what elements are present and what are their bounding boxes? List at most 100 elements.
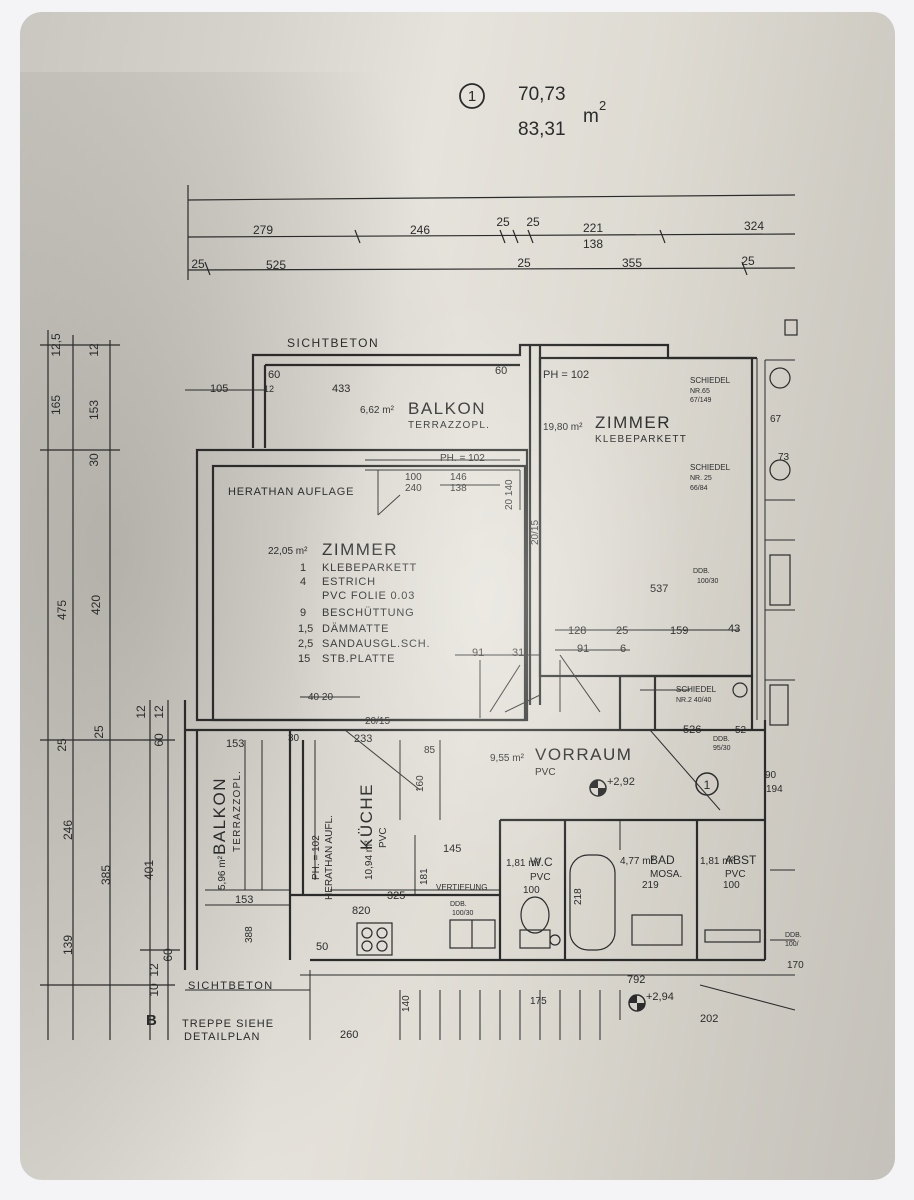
layer-5-t: DÄMMATTE [322,623,389,635]
dim-100c: 100 [723,880,740,891]
ddb-1-b: 100/30 [697,578,719,585]
dim-inner-153: 153 [87,400,101,420]
layer-4-t: BESCHÜTTUNG [322,607,415,619]
fixtures [356,319,798,956]
dim-inner-12b: 12 [134,705,148,719]
label-section-b: B [146,1012,157,1029]
label-vertiefung: VERTIEFUNG [436,883,487,892]
dim-25b: 25 [526,215,540,229]
ddb-3-b: 100/ [785,941,799,948]
dim-left-25: 25 [55,738,69,752]
dim-12: 12 [264,384,274,394]
dim-left-12a: 12 [152,705,166,719]
label-sichtbeton-bottom: SICHTBETON [188,980,274,992]
room-kueche-name: KÜCHE [357,783,376,850]
dim-left-60: 60 [152,733,166,747]
room-zimmer-main-area: 22,05 m² [268,546,308,557]
layer-2-n: 4 [300,576,306,588]
dim-30: 30 [288,733,300,744]
dim-526: 526 [683,724,701,736]
dim-537: 537 [650,583,668,595]
room-wc-area: 1,81 m² [506,858,541,869]
label-ph102-top: PH = 102 [543,369,589,381]
dim-221: 221 [583,221,603,235]
room-zimmer-right-sub: KLEBEPARKETT [595,434,687,445]
plan-number: 1 [468,88,476,105]
area-unit: m [583,106,599,127]
area-unit-exp: 2 [599,98,606,113]
room-zimmer-right-area: 19,80 m² [543,422,583,433]
label-ph-kitchen: PH. = 102 [311,835,322,880]
room-wc-sub: PVC [530,872,551,883]
dim-100: 100 [405,472,422,483]
chimney-3 [732,682,748,698]
dim-355: 355 [622,256,642,270]
schiedel-3-b: NR.2 40/40 [676,697,712,704]
dim-153a: 153 [226,738,244,750]
dim-40-20: 40 20 [308,692,333,703]
schiedel-2-c: 66/84 [690,485,708,492]
dim-324: 324 [744,219,764,233]
room-bad-sub: MOSA. [650,869,682,880]
layer-6-n: 2,5 [298,638,313,650]
top-dimension-lines [187,185,796,280]
label-herathan-auflage: HERATHAN AUFLAGE [228,486,354,498]
ddb-2-b: 95/30 [713,745,731,752]
chimney-2 [769,459,791,481]
dim-25e: 25 [741,254,755,268]
walls [183,343,767,970]
stove [356,922,393,956]
photo-paper: 1 70,73 83,31 m 2 279 246 25 25 221 324 … [20,12,895,1180]
dim-202: 202 [700,1013,718,1025]
dim-91b: 91 [577,643,589,655]
ddb-3-a: DDB. [785,932,802,939]
dim-25c: 25 [191,257,205,271]
room-vorraum-sub: PVC [535,767,556,778]
chimney-1 [769,367,791,389]
dim-85: 85 [424,745,436,756]
room-balkon-left-area: 5,96 m² [217,855,228,890]
dim-388: 388 [244,926,255,943]
dim-279: 279 [253,223,273,237]
dim-25-in: 25 [616,625,628,637]
room-balkon-top-name: BALKON [408,399,486,418]
dim-25d: 25 [517,256,531,270]
dim-inner-30: 30 [87,453,101,467]
dim-43: 43 [728,623,740,635]
ddb-1-a: DDB. [693,568,710,575]
dim-90: 90 [765,770,777,781]
dim-inner-25: 25 [92,725,106,739]
dim-128: 128 [568,625,586,637]
dim-91a: 91 [472,647,484,659]
dim-433: 433 [332,383,350,395]
dim-145: 145 [443,843,461,855]
label-treppe-2: DETAILPLAN [184,1031,260,1043]
room-bad-area: 4,77 m² [620,856,655,867]
dim-20-15: 20/15 [530,520,541,545]
left-dimension-lines [40,330,180,1040]
area-living: 70,73 [518,84,566,105]
dim-525: 525 [266,258,286,272]
dim-60b: 60 [495,365,507,377]
toilet [520,896,550,934]
layer-5-n: 1,5 [298,623,313,635]
dim-inner-60: 60 [161,948,175,962]
layer-6-t: SANDAUSGL.SCH. [322,638,430,650]
label-treppe-1: TREPPE SIEHE [182,1018,274,1030]
dim-52: 52 [735,725,747,736]
dim-left-10: 10 [147,983,161,997]
room-balkon-top-sub: TERRAZZOPL. [408,420,490,431]
dim-60a: 60 [268,369,280,381]
dim-105: 105 [210,383,228,395]
room-kueche-area: 10,94 m² [364,840,375,880]
dim-inner-12: 12 [87,343,101,357]
schiedel-3-a: SCHIEDEL [676,685,717,694]
dim-left-246: 246 [61,820,75,840]
dim-31: 31 [512,647,524,659]
ddb-2-a: DDB. [713,736,730,743]
dim-left-12b: 12 [147,963,161,977]
room-kueche-sub: PVC [378,827,389,848]
dim-146: 146 [450,472,467,483]
room-wc-name: W.C [530,855,553,869]
room-abst-name: ABST [725,853,757,867]
